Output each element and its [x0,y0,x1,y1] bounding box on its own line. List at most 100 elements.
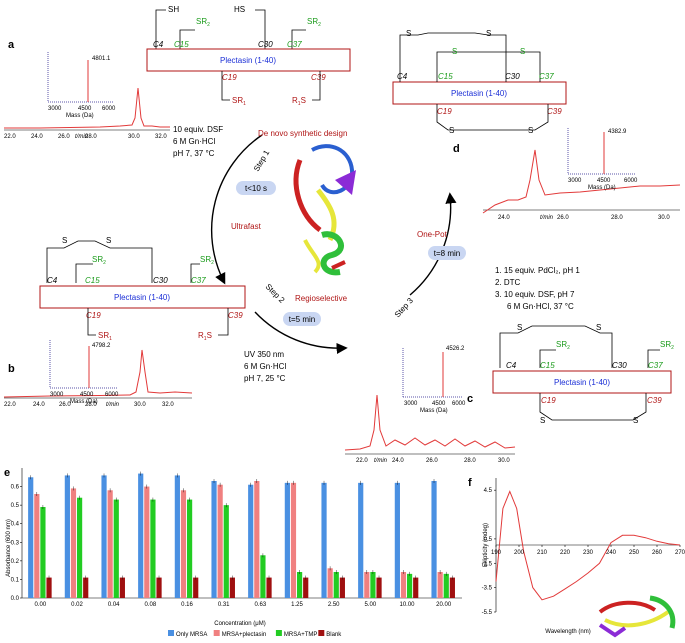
cd-spectrum-line [495,490,681,601]
bar [77,497,83,598]
bar [64,475,70,598]
bar [34,494,40,598]
svg-text:Mass (Da): Mass (Da) [70,399,98,405]
bar [83,577,89,598]
ultrafast-label: Ultrafast [231,222,262,231]
bar-ytick-label: 0.6 [11,485,20,491]
svg-text:C30: C30 [505,72,520,81]
hplc-unit-c: t/min [374,458,388,464]
mass-value-a: 4801.1 [92,56,111,62]
step1-cond-1: 10 equiv. DSF [173,125,223,134]
bar-xtick-label: 0.02 [71,602,83,608]
svg-text:22.0: 22.0 [4,402,16,408]
svg-text:24.0: 24.0 [498,215,510,221]
reaction-cycle: De novo synthetic design Step 1 t<10 s U… [173,125,580,383]
bar [107,490,113,598]
cd-xtick-label: 200 [514,550,525,556]
svg-text:24.0: 24.0 [392,458,404,464]
svg-text:30.0: 30.0 [134,402,146,408]
protein-box-a [146,48,351,72]
bar-ytick-label: 0.3 [11,540,20,546]
bar [364,572,370,598]
panel-a: a SH SR2 HS SR2 Plectasin (1-40) C4 C15 … [4,5,351,140]
bar-xtick-label: 2.50 [328,602,340,608]
svg-text:S: S [517,323,522,332]
panel-e-label: e [4,467,10,479]
svg-text:C19: C19 [437,107,452,116]
svg-text:C37: C37 [648,361,663,370]
panel-a-label: a [8,39,15,51]
svg-text:4500: 4500 [80,392,94,398]
res-a-c4: C4 [153,40,164,49]
cd-xtick-label: 270 [675,550,685,556]
bar [101,475,107,598]
bar [407,573,413,598]
svg-text:SR1: SR1 [98,331,112,342]
legend-swatch [275,630,282,636]
bar [394,482,400,598]
hplc-unit-b: t/min [106,402,120,408]
legend-label: Only MRSA [176,632,207,638]
mass-inset-c: 4526.2 3000 4500 6000 Mass (Da) [402,346,466,414]
step2-cond-2: 6 M Gn·HCl [244,362,286,371]
hplc-unit-d: t/min [540,215,554,221]
bar [187,499,193,598]
svg-text:C37: C37 [191,276,206,285]
res-a-c15: C15 [174,40,189,49]
panel-d-structure: S S S S Plectasin (1-40) C4 C15 C30 C37 … [392,29,567,155]
bar [290,482,297,598]
bar-xtick-label: 0.00 [34,602,46,608]
bar [260,555,266,598]
svg-text:S: S [486,29,491,38]
bar [113,499,119,598]
legend-swatch [168,630,174,636]
res-a-c30: C30 [258,40,273,49]
svg-text:28.0: 28.0 [85,134,97,140]
svg-text:6000: 6000 [624,178,638,184]
bar-xlabel: Concentration (μM) [214,621,265,627]
cd-xlabel: Wavelength (nm) [545,629,590,635]
svg-text:4500: 4500 [78,106,92,112]
hplc-xticks-a: 22.0 24.0 26.0 28.0 30.0 32.0 [4,134,167,140]
svg-text:C30: C30 [153,276,168,285]
bar-xtick-label: 0.31 [218,602,230,608]
svg-text:28.0: 28.0 [611,215,623,221]
svg-text:32.0: 32.0 [162,402,174,408]
bar [376,577,382,598]
bar-ytick-label: 0.2 [11,559,20,565]
bar [400,572,407,598]
bar [180,490,187,598]
step2-cond-3: pH 7, 25 °C [244,374,286,383]
bar [303,577,309,598]
svg-text:24.0: 24.0 [33,402,45,408]
svg-text:22.0: 22.0 [4,134,16,140]
bar [413,577,419,598]
regioselective-label: Regioselective [295,294,348,303]
bar [437,572,443,598]
svg-text:3000: 3000 [50,392,64,398]
svg-text:C15: C15 [438,72,453,81]
bar [28,477,34,598]
svg-text:28.0: 28.0 [85,402,97,408]
bar [254,481,260,598]
bar [443,573,449,598]
bar [358,482,364,598]
bar-xtick-label: 20.00 [436,602,452,608]
cycle-title: De novo synthetic design [258,129,347,138]
svg-text:C19: C19 [541,396,556,405]
bar [193,577,199,598]
svg-text:3000: 3000 [568,178,582,184]
svg-text:30.0: 30.0 [128,134,140,140]
bar [333,572,339,598]
res-a-c19: C19 [222,73,237,82]
step3-cond-4: 6 M Gn·HCl, 37 °C [507,302,574,311]
bar-ytick-label: 0.5 [11,503,20,509]
svg-text:S: S [62,236,67,245]
bar [223,505,229,598]
mass-value-c: 4526.2 [446,346,465,352]
bar [297,572,303,598]
svg-text:26.0: 26.0 [557,215,569,221]
